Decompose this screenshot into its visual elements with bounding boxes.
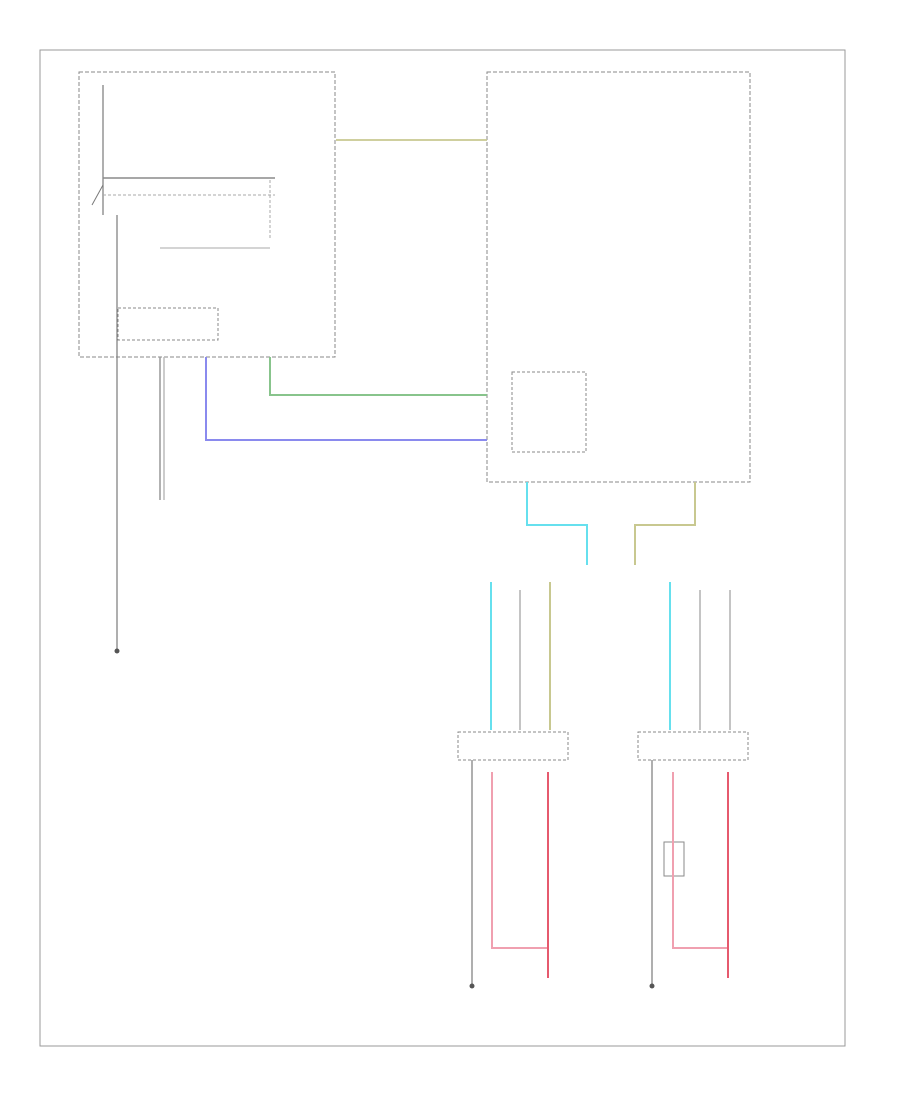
ground-right-lower — [649, 983, 655, 989]
right-box-outline — [486, 71, 751, 483]
wire-pink-left — [491, 772, 548, 949]
right-inner-module — [511, 371, 587, 453]
diagram-frame — [39, 49, 846, 1047]
wire-lightblue-trunk — [526, 482, 588, 565]
wire-yellow-trunk — [634, 482, 696, 565]
right-motor-box — [637, 731, 749, 761]
right-fuse-box — [486, 71, 751, 483]
relay-switch-contact — [91, 184, 104, 206]
ground-left-lower — [469, 983, 475, 989]
wire-green — [269, 357, 487, 396]
control-unit-box — [117, 307, 219, 341]
wire-blue — [205, 357, 487, 441]
left-motor-box — [457, 731, 569, 761]
wire-pink-right — [672, 772, 728, 949]
left-ground-terminal — [114, 648, 120, 654]
